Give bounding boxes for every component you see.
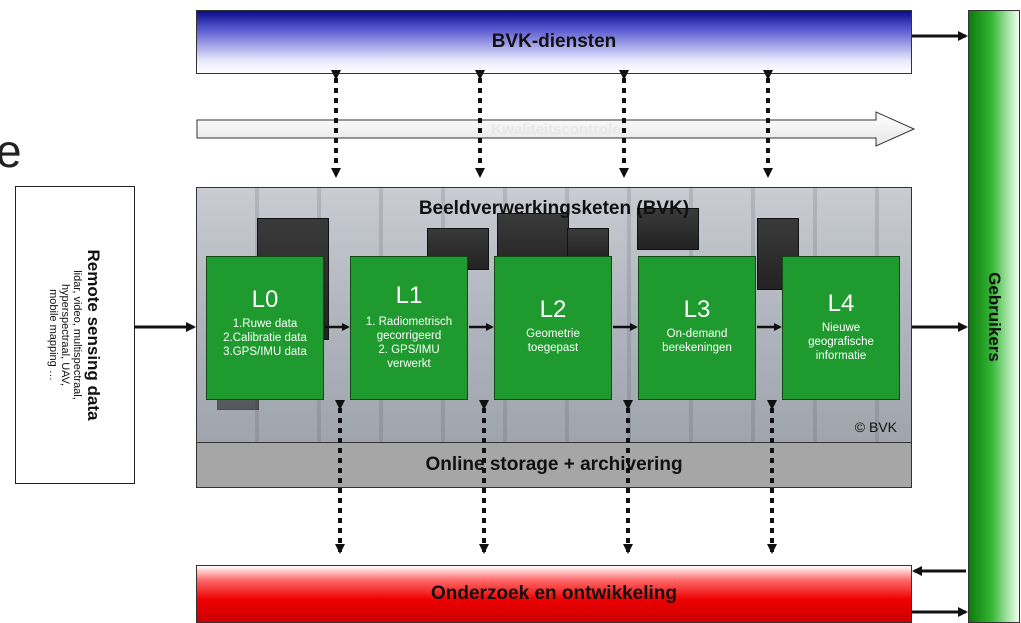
chain-title: Beeldverwerkingsketen (BVK) bbox=[418, 198, 690, 219]
level-box-l2: L2 Geometrie toegepast bbox=[494, 256, 612, 400]
level-line: toegepast bbox=[527, 342, 579, 354]
level-name: L0 bbox=[251, 286, 279, 313]
level-line: On-demand bbox=[666, 328, 728, 340]
server-rack bbox=[637, 208, 699, 250]
level-line: Nieuwe bbox=[821, 322, 861, 334]
server-rack bbox=[567, 228, 609, 260]
level-line: geografische bbox=[808, 336, 874, 348]
level-box-l0: L0 1.Ruwe data 2.Calibratie data 3.GPS/I… bbox=[206, 256, 324, 400]
quality-arrow-shape bbox=[196, 111, 916, 147]
level-description: On-demand berekeningen bbox=[639, 327, 755, 355]
copyright-text: © BVK bbox=[854, 419, 897, 435]
storage-archive-bar: Online storage + archivering bbox=[196, 442, 912, 488]
level-line: 1. Radiometrisch bbox=[365, 316, 453, 328]
storage-label: Online storage + archivering bbox=[425, 454, 683, 475]
level-description: 1.Ruwe data 2.Calibratie data 3.GPS/IMU … bbox=[207, 317, 323, 359]
level-box-l3: L3 On-demand berekeningen bbox=[638, 256, 756, 400]
level-box-l4: L4 Nieuwe geografische informatie bbox=[782, 256, 900, 400]
level-line: 2. GPS/IMU bbox=[378, 344, 440, 356]
bvk-services-label: BVK-diensten bbox=[491, 31, 617, 52]
quality-control-label: Kwaliteitscontrole bbox=[491, 120, 621, 138]
level-box-l1: L1 1. Radiometrisch gecorrigeerd 2. GPS/… bbox=[350, 256, 468, 400]
level-line: 3.GPS/IMU data bbox=[223, 346, 307, 358]
level-line: informatie bbox=[815, 350, 867, 362]
level-description: Geometrie toegepast bbox=[495, 327, 611, 355]
level-line: gecorrigeerd bbox=[376, 330, 442, 342]
users-bar: Gebruikers bbox=[968, 10, 1020, 623]
level-line: Geometrie bbox=[526, 328, 580, 340]
level-line: verwerkt bbox=[387, 358, 431, 370]
level-name: L2 bbox=[539, 296, 567, 323]
level-line: berekeningen bbox=[662, 342, 732, 354]
research-development-label: Onderzoek en ontwikkeling bbox=[431, 583, 677, 604]
quality-control-arrow: Kwaliteitscontrole bbox=[196, 110, 916, 148]
partial-letter: e bbox=[0, 125, 22, 177]
level-name: L3 bbox=[683, 296, 711, 323]
level-line: 2.Calibratie data bbox=[223, 332, 307, 344]
research-development-bar: Onderzoek en ontwikkeling bbox=[196, 565, 912, 623]
level-name: L1 bbox=[395, 282, 423, 309]
remote-sensing-data-box: Remote sensing data lidar, video, multis… bbox=[15, 186, 135, 484]
level-description: 1. Radiometrisch gecorrigeerd 2. GPS/IMU… bbox=[351, 315, 467, 371]
bvk-services-bar: BVK-diensten bbox=[196, 10, 912, 74]
level-description: Nieuwe geografische informatie bbox=[783, 321, 899, 363]
level-line: 1.Ruwe data bbox=[232, 318, 298, 330]
level-name: L4 bbox=[827, 290, 855, 317]
